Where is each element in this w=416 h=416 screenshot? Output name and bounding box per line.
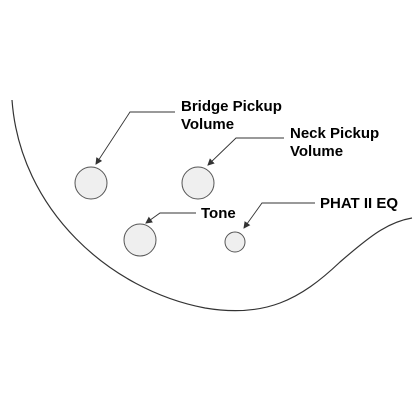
- tone-label: Tone: [201, 205, 236, 222]
- tone-knob: [123, 223, 157, 257]
- bridge-volume-knob: [74, 166, 108, 200]
- bridge-volume-label-line2: Volume: [181, 116, 234, 133]
- tone-leader-line: [145, 212, 196, 224]
- phat-leader-line: [243, 202, 315, 229]
- phat-eq-label: PHAT II EQ: [320, 195, 398, 212]
- guitar-body-outline: [11, 99, 413, 312]
- neck-volume-knob: [181, 166, 215, 200]
- bridge-leader-line: [95, 111, 175, 165]
- bridge-volume-label-line1: Bridge Pickup: [181, 98, 282, 115]
- neck-leader-line: [207, 137, 284, 166]
- phat-eq-knob: [224, 231, 246, 253]
- neck-volume-label-line2: Volume: [290, 143, 343, 160]
- neck-volume-label-line1: Neck Pickup: [290, 125, 379, 142]
